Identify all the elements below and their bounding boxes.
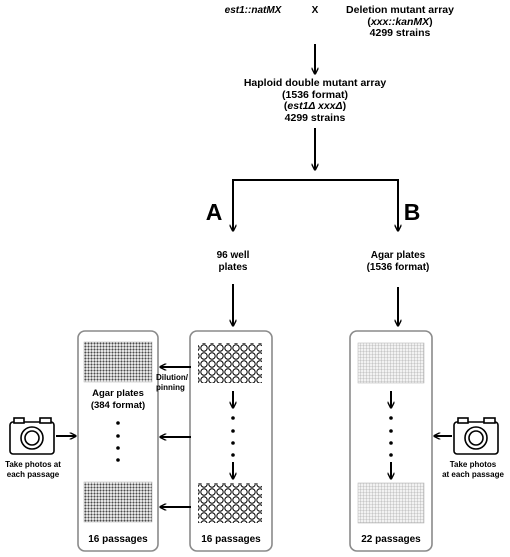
haploid-format: (1536 format) (282, 88, 348, 101)
left-strain-label: est1::natMX (224, 5, 282, 16)
plate-384-bottom (83, 481, 153, 523)
passage-dots-right (389, 416, 393, 457)
deletion-array-genotype: (xxx::kanMX) (367, 15, 433, 28)
haploid-array-label: Haploid double mutant array (1536 format… (225, 77, 405, 124)
branch-split-bracket (232, 179, 399, 229)
ninety-six-well-label: 96 well plates (216, 250, 250, 273)
dilution-pinning-label: Dilution/ pinning (156, 373, 188, 392)
left-passages-label: 16 passages (88, 534, 148, 545)
branch-b-label: B (403, 199, 421, 225)
passage-dots-middle (231, 416, 235, 457)
plate-96-bottom (198, 483, 262, 523)
plate-96-top (198, 343, 262, 383)
camera-icon (453, 417, 499, 455)
agar-384-label: Agar plates (384 format) (90, 388, 146, 411)
plate-1536-bottom (357, 482, 425, 524)
plate-1536-top (357, 342, 425, 384)
haploid-count: 4299 strains (284, 111, 346, 124)
plate-384-top (83, 341, 153, 383)
camera-icon (9, 417, 55, 455)
agar-1536-label: Agar plates (1536 format) (366, 250, 430, 273)
photo-note-right: Take photos at each passage (442, 460, 504, 479)
middle-passages-label: 16 passages (201, 534, 261, 545)
deletion-array-label: Deletion mutant array (xxx::kanMX) 4299 … (330, 4, 470, 40)
deletion-array-count: 4299 strains (369, 27, 431, 39)
haploid-title: Haploid double mutant array (243, 77, 387, 89)
passage-dots-left (116, 421, 120, 462)
branch-a-label: A (205, 199, 223, 225)
cross-symbol: X (311, 5, 319, 16)
deletion-array-title: Deletion mutant array (346, 4, 454, 16)
right-passages-label: 22 passages (361, 534, 421, 545)
photo-note-left: Take photos at each passage (5, 460, 61, 479)
haploid-genotype: (est1Δ xxxΔ) (283, 100, 347, 112)
